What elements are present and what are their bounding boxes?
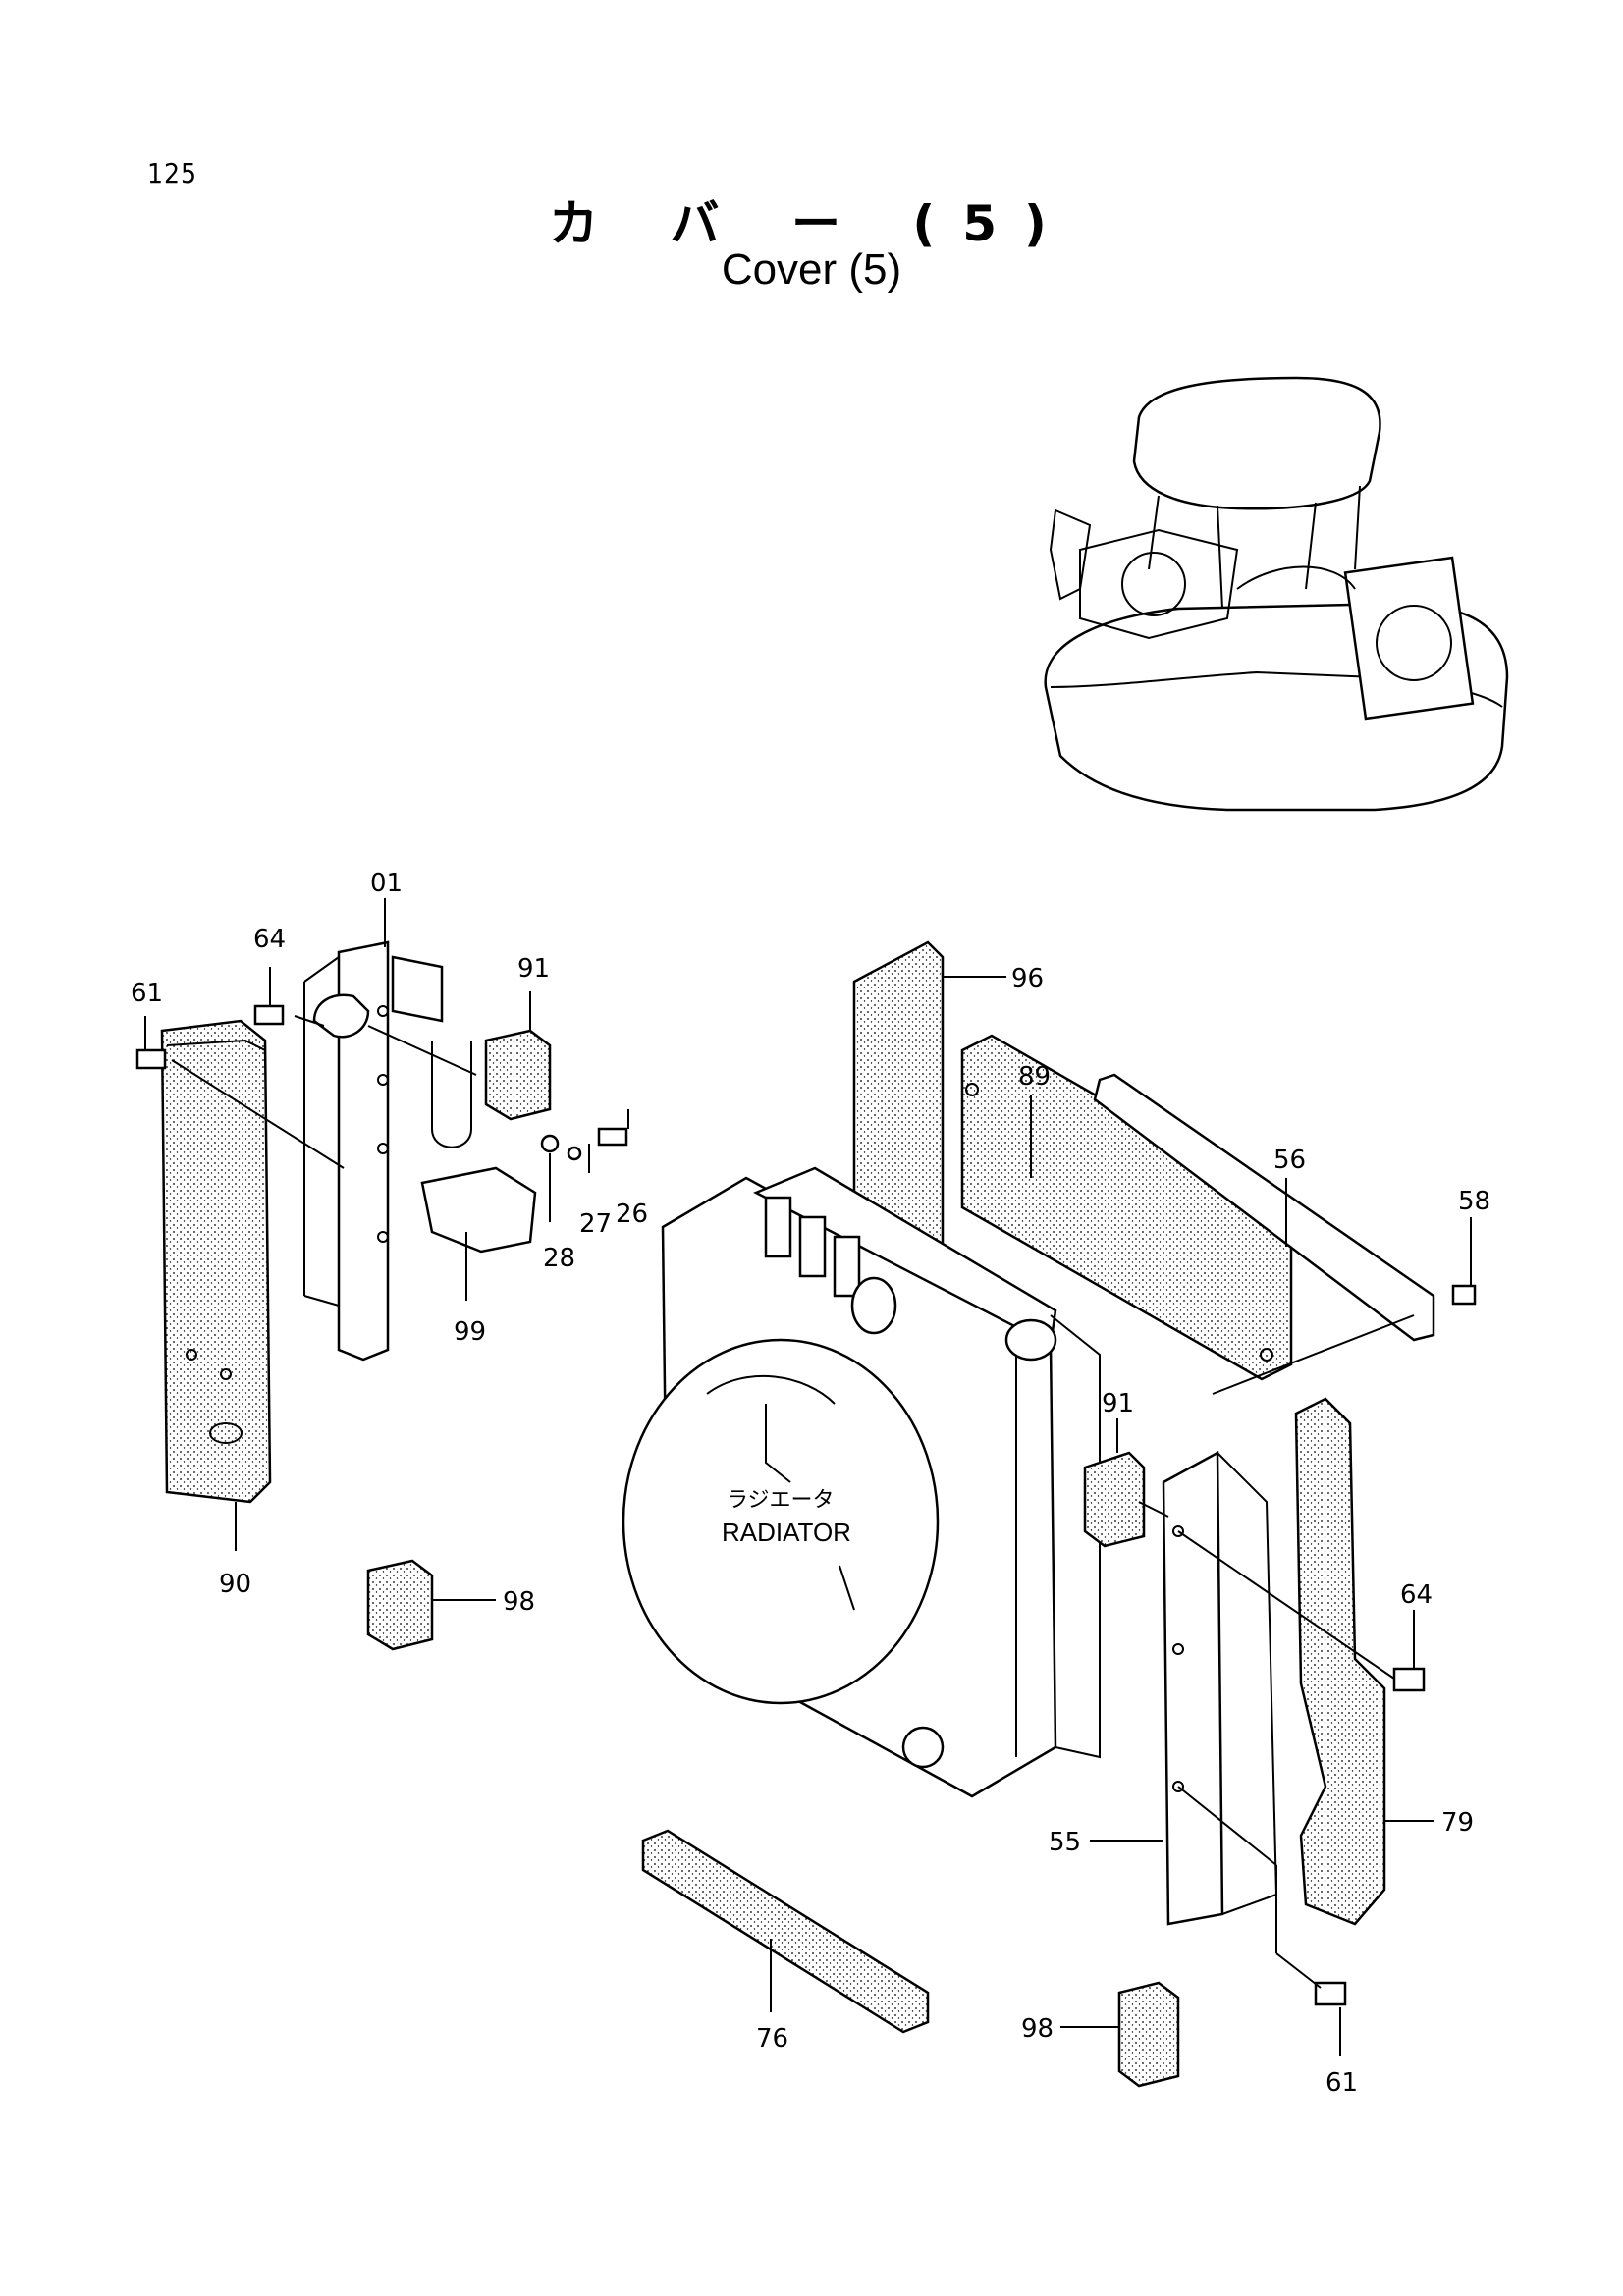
callout-98-right: 98 [1021,2014,1054,2044]
machine-overview-illustration [1044,376,1509,812]
foam-block-98b [1117,1981,1180,2088]
callout-55: 55 [1049,1828,1081,1857]
radiator-label-japanese: ラジエータ [727,1488,835,1513]
callout-96: 96 [1011,964,1044,993]
callout-89: 89 [1018,1062,1051,1092]
title-english: Cover (5) [721,245,902,294]
leader-lines [144,898,1472,2056]
callout-91-right: 91 [1102,1389,1134,1418]
callout-79: 79 [1441,1808,1474,1838]
foam-block-98a [366,1559,434,1651]
foam-seal-90 [160,1019,272,1504]
plate-99 [420,1166,537,1254]
callout-26: 26 [616,1200,648,1229]
page-number: 125 [147,157,198,189]
callout-91: 91 [517,954,550,984]
callout-98: 98 [503,1587,535,1617]
bracket-55 [1162,1450,1224,1926]
callout-76: 76 [756,2024,788,2054]
callout-99: 99 [454,1317,486,1347]
bracket-01 [337,940,390,1362]
radiator-label-english: RADIATOR [722,1518,851,1547]
cover-plate-56 [1093,1073,1435,1342]
callout-64-right: 64 [1400,1580,1433,1610]
callout-01: 01 [370,869,403,898]
title-japanese: カ バ ー (5) [549,195,1074,252]
callout-61-right: 61 [1325,2068,1358,2098]
callout-27: 27 [579,1209,612,1239]
callout-58: 58 [1458,1187,1490,1216]
foam-block-91a [484,1029,552,1121]
callout-28: 28 [543,1244,575,1273]
callout-61: 61 [131,979,163,1008]
foam-strip-76 [641,1829,930,2034]
callout-56: 56 [1273,1146,1306,1175]
foam-panel-79 [1294,1397,1386,1926]
callout-64: 64 [253,925,286,954]
radiator [622,1166,1101,1798]
callout-90: 90 [219,1570,251,1599]
foam-block-91b [1083,1451,1146,1548]
foam-strip-89 [960,1034,1293,1381]
